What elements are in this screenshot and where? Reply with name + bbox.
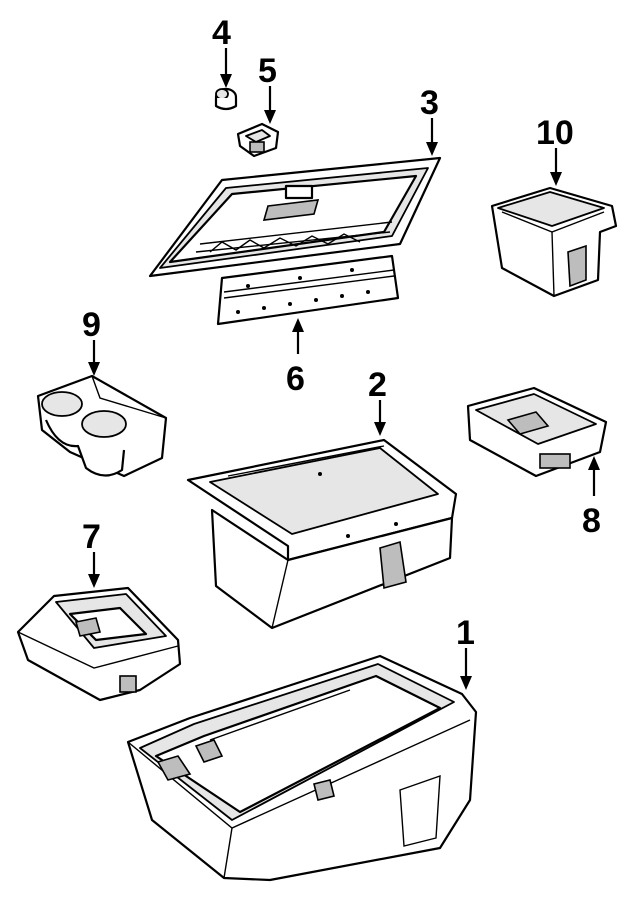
part-3-lid[interactable] <box>148 156 442 278</box>
part-4-bumper[interactable] <box>214 87 238 111</box>
part-5-latch[interactable] <box>236 122 280 158</box>
callout-8: 8 <box>582 502 601 540</box>
part-6-hinge[interactable] <box>216 254 400 326</box>
callout-2: 2 <box>368 366 387 404</box>
callout-3: 3 <box>420 84 439 122</box>
callout-5: 5 <box>258 52 277 90</box>
callout-7: 7 <box>82 518 101 556</box>
part-1-console-base[interactable] <box>126 654 478 882</box>
callout-labels: 4 5 3 10 9 6 2 8 7 1 <box>82 14 601 652</box>
callout-6: 6 <box>286 360 305 398</box>
callout-9: 9 <box>82 306 101 344</box>
callout-10: 10 <box>536 114 574 152</box>
callout-arrows <box>88 48 600 690</box>
callout-1: 1 <box>456 614 475 652</box>
part-2-storage-compartment[interactable] <box>186 438 458 630</box>
part-9-cup-holder[interactable] <box>36 374 168 478</box>
part-7-rear-trim-panel[interactable] <box>16 586 182 702</box>
callout-4: 4 <box>212 14 231 52</box>
part-10-coin-bin[interactable] <box>490 186 618 298</box>
part-8-tray[interactable] <box>466 386 608 478</box>
